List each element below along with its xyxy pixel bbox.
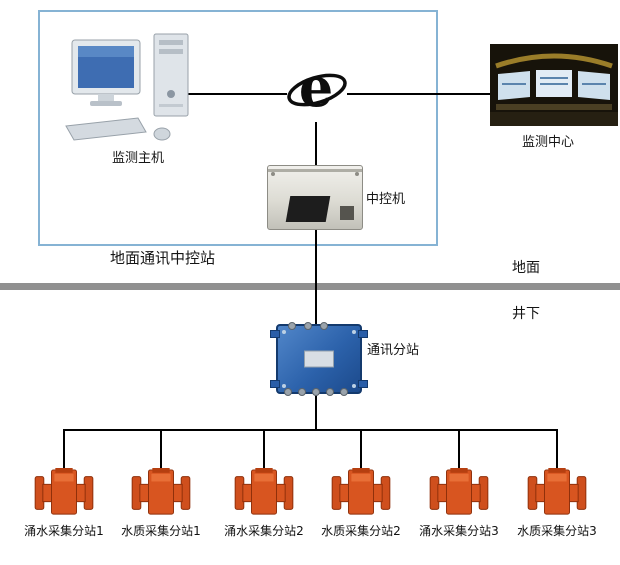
flowmeter-icon xyxy=(527,468,587,515)
flowmeter-icon xyxy=(429,468,489,515)
mount-ear xyxy=(358,380,368,388)
monitoring-center-label: 监测中心 xyxy=(521,135,574,150)
device-node xyxy=(232,468,296,518)
device-node xyxy=(427,468,491,518)
cable-gland xyxy=(320,322,328,330)
junction-box-icon xyxy=(270,322,368,396)
cable-gland xyxy=(304,322,312,330)
control-room-monitors-icon xyxy=(490,44,618,126)
control-server-label: 中控机 xyxy=(366,192,406,207)
connector-internet-server xyxy=(315,118,317,168)
connector-server-substation xyxy=(315,227,317,326)
device-label: 涌水采集分站2 xyxy=(224,524,304,538)
screw xyxy=(282,384,286,388)
flowmeter-icon xyxy=(34,468,94,515)
cable-gland xyxy=(326,388,334,396)
cable-gland xyxy=(340,388,348,396)
mount-ear xyxy=(358,330,368,338)
device-node xyxy=(329,468,393,518)
device-node xyxy=(129,468,193,518)
device-label: 涌水采集分站1 xyxy=(24,524,104,538)
flowmeter-icon xyxy=(131,468,191,515)
server-top-edge xyxy=(268,169,362,172)
nameplate xyxy=(304,350,334,368)
screw xyxy=(352,330,356,334)
internet-e-icon: e xyxy=(287,55,347,122)
device-node xyxy=(525,468,589,518)
device-label: 涌水采集分站3 xyxy=(419,524,499,538)
surface-label: 地面 xyxy=(512,260,540,276)
flowmeter-icon xyxy=(234,468,294,515)
cable-gland xyxy=(312,388,320,396)
server-screw xyxy=(271,172,275,176)
server-screw xyxy=(355,172,359,176)
desktop-computer-icon xyxy=(65,33,189,141)
drop-line-1 xyxy=(63,429,65,472)
cable-gland xyxy=(298,388,306,396)
host-label: 监测主机 xyxy=(111,151,164,166)
device-label: 水质采集分站1 xyxy=(121,524,201,538)
device-node xyxy=(32,468,96,518)
server-power-panel xyxy=(340,206,354,220)
cable-gland xyxy=(284,388,292,396)
underground-label: 井下 xyxy=(512,306,540,322)
mount-ear xyxy=(270,380,280,388)
cable-gland xyxy=(288,322,296,330)
server-vent-slot xyxy=(285,196,331,222)
surface-underground-divider xyxy=(0,283,620,290)
device-label: 水质采集分站3 xyxy=(517,524,597,538)
connector-substation-bus xyxy=(315,390,317,431)
svg-text:e: e xyxy=(299,58,333,119)
screw xyxy=(282,330,286,334)
ground-station-label: 地面通讯中控站 xyxy=(110,249,216,267)
drop-line-6 xyxy=(556,429,558,472)
mount-ear xyxy=(270,330,280,338)
screw xyxy=(352,384,356,388)
device-label: 水质采集分站2 xyxy=(321,524,401,538)
bus-line xyxy=(63,429,558,431)
drop-line-2 xyxy=(160,429,162,472)
rack-server-icon xyxy=(267,165,363,230)
drop-line-4 xyxy=(360,429,362,472)
drop-line-5 xyxy=(458,429,460,472)
comm-substation-label: 通讯分站 xyxy=(367,343,420,358)
flowmeter-icon xyxy=(331,468,391,515)
drop-line-3 xyxy=(263,429,265,472)
